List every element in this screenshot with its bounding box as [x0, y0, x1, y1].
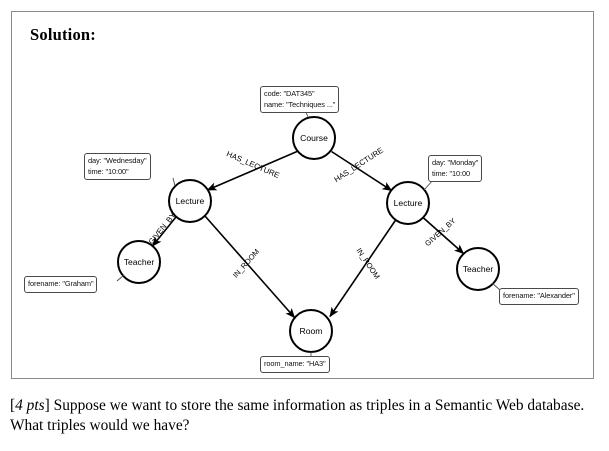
- property-box-teacher-right: forename: "Alexander": [499, 288, 579, 305]
- points-value: 4 pts: [15, 397, 45, 414]
- course-name: name: "Techniques ...": [264, 99, 336, 109]
- lecture-left-time: time: "10:00": [88, 166, 129, 176]
- property-box-lecture-left: day: "Wednesday" time: "10:00": [84, 153, 151, 181]
- property-box-lecture-right: day: "Monday" time: "10:00: [428, 155, 483, 183]
- solution-panel: Solution:: [11, 11, 594, 379]
- room-name: room_name: "HA3": [264, 359, 326, 368]
- lecture-right-time: time: "10:00: [432, 168, 470, 178]
- lecture-left-day: day: "Wednesday": [88, 156, 147, 165]
- question-text: [4 pts] Suppose we want to store the sam…: [10, 396, 602, 435]
- property-box-room: room_name: "HA3": [260, 356, 330, 373]
- question-body: Suppose we want to store the same inform…: [10, 397, 585, 434]
- points-bracket-open: [: [10, 397, 16, 414]
- lecture-right-day: day: "Monday": [432, 158, 479, 167]
- points-bracket-close: ]: [44, 397, 50, 414]
- course-code: code: "DAT345": [264, 89, 315, 98]
- property-box-teacher-left: forename: "Graham": [24, 276, 98, 293]
- teacher-right-forename: forename: "Alexander": [503, 291, 575, 300]
- solution-heading: Solution:: [30, 25, 96, 44]
- property-box-course: code: "DAT345" name: "Techniques ...": [260, 86, 340, 114]
- teacher-left-forename: forename: "Graham": [28, 279, 94, 288]
